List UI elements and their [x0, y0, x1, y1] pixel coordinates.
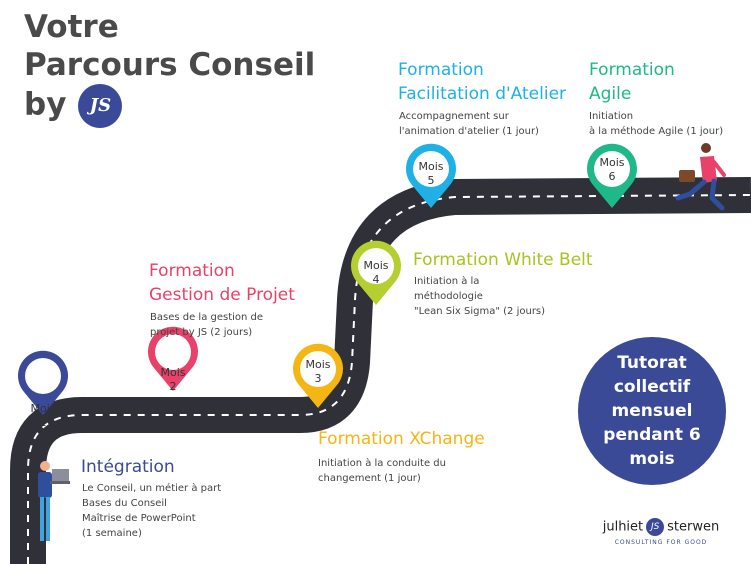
brand-mark-icon: JS: [646, 518, 664, 536]
pin-number: 2: [143, 380, 203, 394]
title-line: Formation: [589, 58, 675, 82]
desc-line: Bases de la gestion de: [150, 310, 263, 325]
pin-word: Mois: [346, 259, 406, 273]
brand-name-left: julhiet: [603, 520, 643, 535]
desc-line: à la méthode Agile (1 jour): [589, 124, 723, 139]
desc-line: Maîtrise de PowerPoint: [82, 511, 221, 526]
desc-line: (1 semaine): [82, 526, 221, 541]
step-6-description: Initiation à la méthode Agile (1 jour): [589, 109, 723, 139]
desc-line: l'animation d'atelier (1 jour): [399, 124, 539, 139]
title-line: Formation: [149, 259, 295, 283]
desc-line: Initiation à la: [414, 274, 545, 289]
title-line: Facilitation d'Atelier: [398, 82, 566, 106]
desc-line: méthodologie: [414, 289, 545, 304]
desc-line: projet by JS (2 jours): [150, 325, 263, 340]
step-2-title: Formation Gestion de Projet: [149, 259, 295, 307]
step-3-title: Formation XChange: [318, 427, 485, 451]
step-5-description: Accompagnement sur l'animation d'atelier…: [399, 109, 539, 139]
pin-word: Mois: [582, 156, 642, 170]
step-5-title: Formation Facilitation d'Atelier: [398, 58, 566, 106]
desc-line: changement (1 jour): [318, 471, 446, 486]
pin-number: 4: [346, 273, 406, 287]
desc-line: Bases du Conseil: [82, 496, 221, 511]
pin-number: 5: [401, 174, 461, 188]
step-4-description: Initiation à la méthodologie "Lean Six S…: [414, 274, 545, 319]
desc-line: Initiation à la conduite du: [318, 456, 446, 471]
desc-line: Initiation: [589, 109, 723, 124]
title-line: Agile: [589, 82, 675, 106]
pin-word: Mois: [401, 160, 461, 174]
pin-word: Mois: [13, 402, 73, 416]
title-line: Gestion de Projet: [149, 283, 295, 307]
desc-line: Accompagnement sur: [399, 109, 539, 124]
pin-word: Mois: [288, 358, 348, 372]
desc-line: Le Conseil, un métier à part: [82, 481, 221, 496]
step-1-description: Le Conseil, un métier à part Bases du Co…: [82, 481, 221, 541]
step-3-description: Initiation à la conduite du changement (…: [318, 456, 446, 486]
brand-tagline: CONSULTING FOR GOOD: [596, 539, 726, 546]
desc-line: "Lean Six Sigma" (2 jours): [414, 304, 545, 319]
step-4-title: Formation White Belt: [413, 248, 593, 272]
step-6-title: Formation Agile: [589, 58, 675, 106]
person-laptop-icon: [38, 461, 70, 541]
pin-number: 1: [13, 416, 73, 430]
title-line: Formation: [398, 58, 566, 82]
step-2-description: Bases de la gestion de projet by JS (2 j…: [150, 310, 263, 340]
pin-number: 6: [582, 170, 642, 184]
tutorat-badge: Tutorat collectif mensuel pendant 6 mois: [578, 337, 726, 485]
tutorat-text: Tutorat collectif mensuel pendant 6 mois: [592, 351, 712, 471]
step-1-title: Intégration: [81, 455, 175, 479]
pin-word: Mois: [143, 366, 203, 380]
pin-number: 3: [288, 372, 348, 386]
brand-name-right: sterwen: [667, 520, 719, 535]
